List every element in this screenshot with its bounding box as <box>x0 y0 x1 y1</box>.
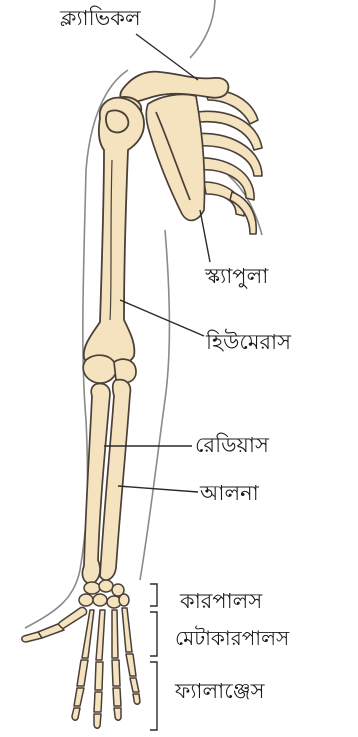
humerus-leader <box>120 300 204 336</box>
elbow-joint <box>83 355 136 383</box>
scapula-bone <box>146 94 204 220</box>
metacarpal-bones <box>58 607 132 660</box>
ulna-leader <box>118 486 198 492</box>
phalanges-bracket <box>150 662 157 730</box>
metacarpals-bracket <box>150 612 157 656</box>
scapula-leader <box>200 210 210 262</box>
carpals-bracket <box>150 584 157 606</box>
metacarpals-label: মেটাকারপালস <box>175 626 289 650</box>
radius-label: রেডিয়াস <box>195 433 269 457</box>
phalanges-label: ফ্যালাঞ্জেস <box>175 679 265 703</box>
humerus-label: হিউমেরাস <box>206 330 291 354</box>
scapula-label: স্ক্যাপুলা <box>205 264 268 288</box>
clavicle-label: ক্ল্যাভিকল <box>60 6 141 30</box>
phalanx-bones <box>22 624 140 728</box>
carpal-bones <box>79 580 129 608</box>
humerus-bone <box>84 98 144 367</box>
carpals-label: কারপালস <box>180 589 262 613</box>
ulna-label: আলনা <box>200 481 259 505</box>
